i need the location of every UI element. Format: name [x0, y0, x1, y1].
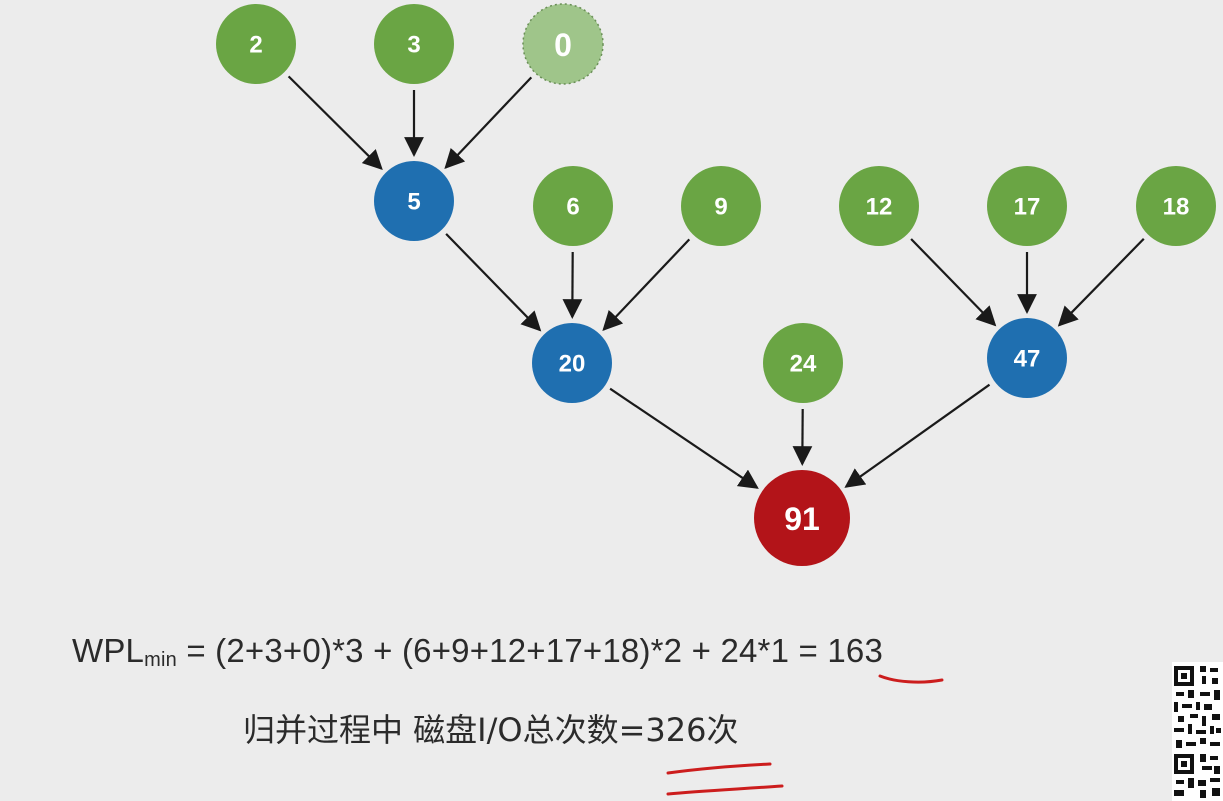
tree-nodes: 2 3 0 5 6 9 12 17 18 20 24 47 91 — [216, 3, 1216, 566]
node-2: 2 — [216, 4, 296, 84]
handwritten-underline-163 — [878, 674, 944, 684]
arrow-n20-to-n91 — [609, 387, 759, 489]
tree-edges — [287, 75, 1145, 489]
node-circle-18 — [1136, 166, 1216, 246]
arrow-n5-to-n20 — [445, 233, 542, 332]
node-label-2: 2 — [249, 32, 262, 59]
node-circle-6 — [533, 166, 613, 246]
node-label-0: 0 — [554, 27, 572, 63]
node-circle-24 — [763, 323, 843, 403]
node-label-6: 6 — [566, 194, 579, 221]
node-18: 18 — [1136, 166, 1216, 246]
node-0: 0 — [522, 3, 604, 85]
node-6: 6 — [533, 166, 613, 246]
node-label-24: 24 — [790, 351, 817, 378]
arrow-n2-to-n5 — [287, 75, 383, 170]
disk-io-value: 326次 — [645, 711, 739, 749]
node-circle-91 — [754, 470, 850, 566]
node-circle-12 — [839, 166, 919, 246]
qr-code-icon — [1172, 662, 1223, 801]
arrow-n0-to-n5 — [444, 76, 533, 170]
node-label-20: 20 — [559, 351, 586, 378]
node-20: 20 — [532, 323, 612, 403]
node-label-12: 12 — [866, 194, 893, 221]
node-3: 3 — [374, 4, 454, 84]
node-5: 5 — [374, 161, 454, 241]
node-17: 17 — [987, 166, 1067, 246]
arrow-n9-to-n20 — [602, 238, 691, 332]
handwritten-underline-326 — [666, 762, 784, 796]
node-9: 9 — [681, 166, 761, 246]
arrow-n18-to-n47 — [1057, 238, 1145, 327]
node-circle-9 — [681, 166, 761, 246]
wpl-expression: = (2+3+0)*3 + (6+9+12+17+18)*2 + 24*1 = — [176, 632, 828, 669]
node-circle-20 — [532, 323, 612, 403]
node-label-17: 17 — [1014, 194, 1041, 221]
node-circle-0 — [522, 3, 604, 85]
node-label-5: 5 — [407, 189, 420, 216]
node-circle-17 — [987, 166, 1067, 246]
disk-io-text: 归并过程中 磁盘I/O总次数= — [243, 711, 646, 749]
node-circle-47 — [987, 318, 1067, 398]
node-label-18: 18 — [1163, 194, 1190, 221]
arrow-n12-to-n47 — [910, 238, 997, 327]
node-91: 91 — [754, 470, 850, 566]
arrow-n47-to-n91 — [844, 383, 991, 488]
node-circle-5 — [374, 161, 454, 241]
node-label-3: 3 — [407, 32, 420, 59]
node-label-9: 9 — [714, 194, 727, 221]
node-24: 24 — [763, 323, 843, 403]
node-label-91: 91 — [784, 501, 820, 537]
wpl-formula: WPLmin = (2+3+0)*3 + (6+9+12+17+18)*2 + … — [72, 632, 883, 672]
node-circle-2 — [216, 4, 296, 84]
wpl-label: WPL — [72, 632, 145, 669]
wpl-result: 163 — [827, 632, 884, 669]
node-label-47: 47 — [1014, 346, 1041, 373]
wpl-subscript: min — [144, 649, 177, 671]
node-47: 47 — [987, 318, 1067, 398]
node-12: 12 — [839, 166, 919, 246]
disk-io-summary: 归并过程中 磁盘I/O总次数=326次 — [243, 705, 739, 751]
node-circle-3 — [374, 4, 454, 84]
